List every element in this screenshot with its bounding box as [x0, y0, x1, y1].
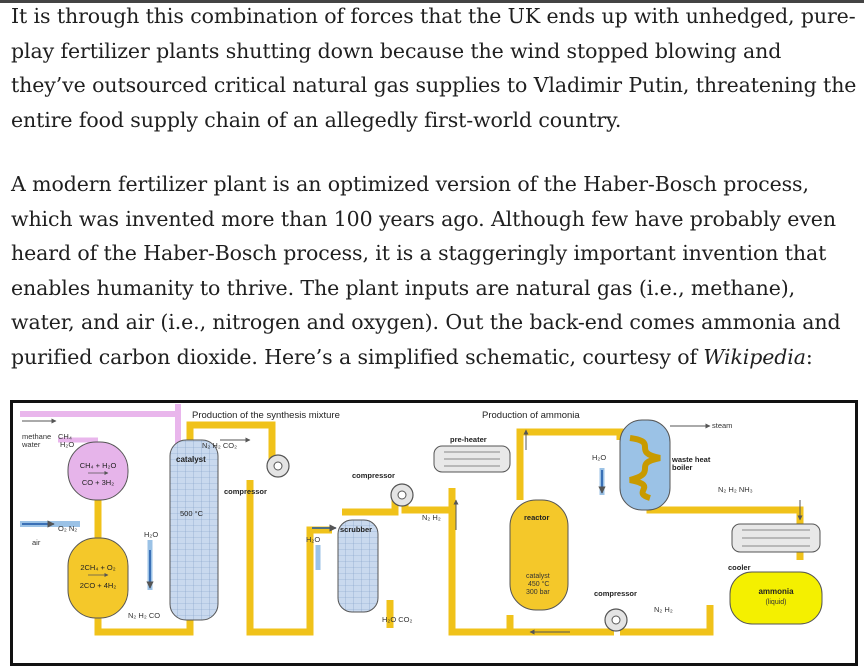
- reformer-2-reaction-top: 2CH₄ + O₂: [80, 563, 115, 572]
- figure-frame: [10, 400, 858, 666]
- paragraph-2-text: A modern fertilizer plant is an optimize…: [11, 172, 841, 369]
- steam-label: steam: [712, 421, 732, 430]
- section-ammonia: Production of ammonia: [482, 410, 580, 421]
- water-arrows: [146, 470, 606, 589]
- scrubber-column: [337, 519, 379, 613]
- ammonia-tank: [729, 571, 823, 625]
- gas-n2h2co: N₂ H₂ CO: [128, 611, 160, 620]
- output-h2o-co2: H₂O CO₂: [382, 615, 412, 624]
- section-synthesis: Production of the synthesis mixture: [192, 410, 340, 421]
- top-divider: [0, 0, 864, 3]
- compressor-label-3: compressor: [594, 589, 637, 598]
- waste-heat-boiler: [619, 419, 671, 511]
- reactor-catalyst: catalyst: [526, 573, 550, 580]
- waste-heat-label-2: boiler: [672, 463, 693, 472]
- water-label-a: H₂O: [144, 530, 158, 539]
- catalyst-label: catalyst: [176, 455, 206, 464]
- paragraph-2: A modern fertilizer plant is an optimize…: [11, 167, 859, 374]
- shift-converter-column: [169, 439, 219, 621]
- input-air: air: [32, 538, 41, 547]
- gas-n2h2co2: N₂ H₂ CO₂: [202, 441, 237, 450]
- gas-n2h2nh3: N₂ H₂ NH₃: [718, 485, 753, 494]
- input-methane: methane: [22, 432, 51, 441]
- reactor-pressure: 300 bar: [526, 589, 550, 596]
- waste-heat-label-1: waste heat: [671, 455, 711, 464]
- cooler: [731, 523, 821, 553]
- gas-n2h2-a: N₂ H₂: [422, 513, 441, 522]
- input-water: water: [21, 440, 41, 449]
- paragraph-2-end: :: [805, 344, 813, 369]
- haber-bosch-schematic: CH₄ + H₂O CO + 3H₂ 2CH₄ + O₂ 2CO + 4H₂ c…: [10, 400, 858, 666]
- input-h2o: H₂O: [60, 440, 74, 449]
- water-label-c: H₂O: [592, 453, 606, 462]
- cooler-label: cooler: [728, 563, 751, 572]
- compressor-label-2: compressor: [352, 471, 395, 480]
- compressor-label-1: compressor: [224, 487, 267, 496]
- compressor-2: [390, 483, 414, 507]
- paragraph-1: It is through this combination of forces…: [11, 4, 857, 132]
- reformer-1-reaction-top: CH₄ + H₂O: [80, 461, 117, 470]
- water-label-b: H₂O: [306, 535, 320, 544]
- secondary-reformer: 2CH₄ + O₂ 2CO + 4H₂: [67, 537, 129, 619]
- scrubber-label: scrubber: [340, 525, 372, 534]
- reformer-2-reaction-bottom: 2CO + 4H₂: [80, 581, 117, 590]
- pre-heater: [433, 445, 511, 473]
- source-citation: Wikipedia: [703, 344, 806, 369]
- input-o2n2: O₂ N₂: [58, 524, 77, 533]
- preheater-label: pre-heater: [450, 435, 487, 444]
- reactor-temperature: 450 °C: [528, 580, 549, 588]
- temperature-500: 500 °C: [180, 509, 204, 518]
- primary-reformer: CH₄ + H₂O CO + 3H₂: [67, 441, 129, 501]
- reactor-label: reactor: [524, 513, 550, 522]
- reformer-1-reaction-bottom: CO + 3H₂: [82, 478, 114, 487]
- ammonia-label: ammonia: [758, 587, 794, 596]
- input-ch4: CH₄: [58, 432, 72, 441]
- liquid-label: (liquid): [765, 599, 786, 606]
- gas-n2h2-b: N₂ H₂: [654, 605, 673, 614]
- ammonia-reactor: [509, 499, 569, 611]
- compressor-1: [266, 454, 290, 478]
- flow-arrows: [220, 429, 803, 635]
- compressor-3: [604, 608, 628, 632]
